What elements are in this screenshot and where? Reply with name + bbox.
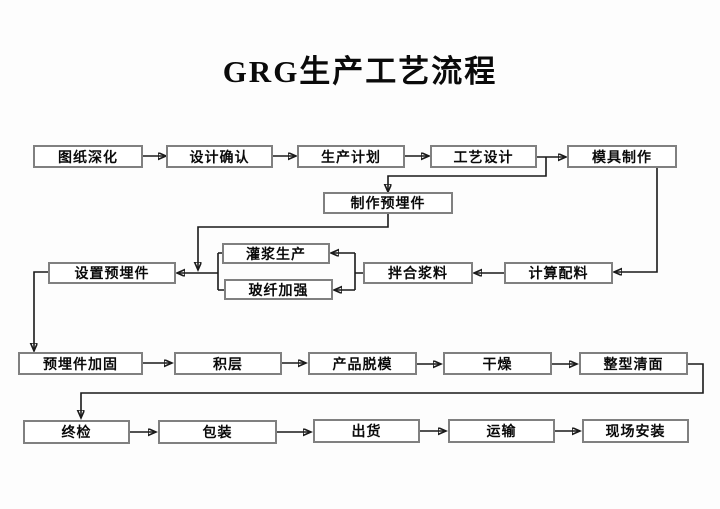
- node-transport: 运输: [448, 419, 555, 443]
- node-final-inspection: 终检: [23, 420, 130, 444]
- node-grouting-production: 灌浆生产: [222, 243, 330, 264]
- node-process-design: 工艺设计: [430, 145, 537, 168]
- node-demolding: 产品脱模: [308, 352, 417, 375]
- node-production-plan: 生产计划: [297, 145, 405, 168]
- node-packing: 包装: [158, 420, 277, 444]
- node-mold-making: 模具制作: [567, 145, 677, 168]
- node-batching-calculation: 计算配料: [504, 262, 613, 284]
- node-trimming-cleaning: 整型清面: [579, 352, 688, 375]
- node-set-embedded-parts: 设置预埋件: [48, 262, 176, 284]
- edge-mixing-bracket: [354, 253, 363, 290]
- edge-set-embedded-to-fixing: [34, 271, 48, 351]
- node-design-confirmation: 设计确认: [166, 145, 273, 168]
- edge-mold-to-batching: [614, 167, 658, 272]
- node-fiberglass-reinforce: 玻纤加强: [224, 279, 333, 300]
- node-slurry-mixing: 拌合浆料: [363, 262, 473, 284]
- node-shipping: 出货: [313, 419, 420, 443]
- node-embedded-fixing: 预埋件加固: [18, 352, 143, 375]
- node-site-installation: 现场安装: [582, 419, 689, 443]
- page-title: GRG生产工艺流程: [222, 54, 498, 89]
- node-drawing-deepening: 图纸深化: [33, 145, 143, 168]
- node-drying: 干燥: [443, 352, 552, 375]
- node-embed-fabrication: 制作预埋件: [323, 192, 453, 214]
- node-lamination: 积层: [174, 352, 282, 375]
